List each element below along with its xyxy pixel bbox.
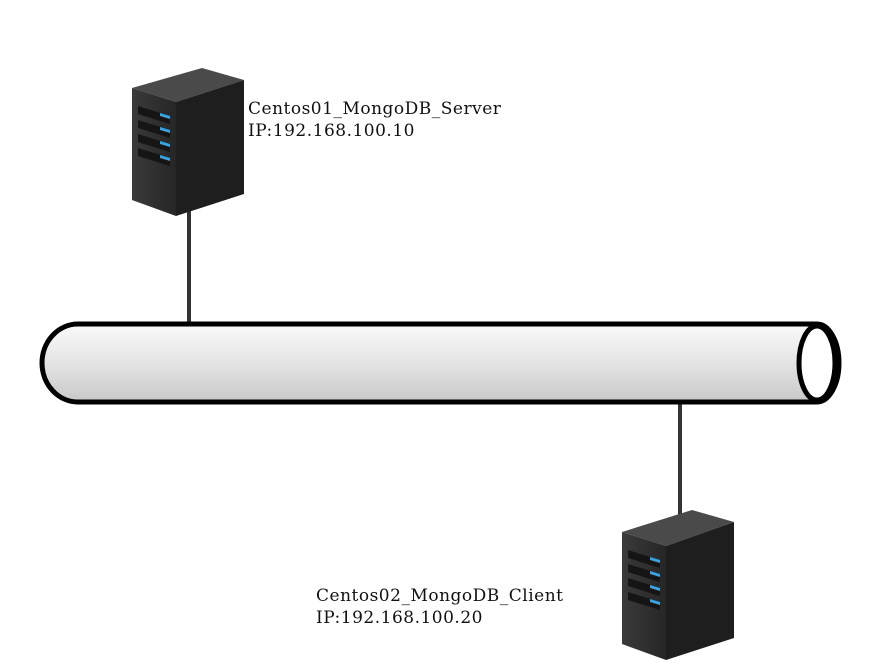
network-bus-pipe	[39, 321, 842, 405]
client-ip: IP:192.168.100.20	[316, 608, 483, 628]
server-tower-icon	[132, 68, 244, 216]
server-name: Centos01_MongoDB_Server	[248, 99, 502, 119]
client-tower-icon	[622, 510, 734, 660]
server-ip: IP:192.168.100.10	[248, 121, 415, 141]
client-label: Centos02_MongoDB_Client IP:192.168.100.2…	[316, 585, 564, 629]
server-label: Centos01_MongoDB_Server IP:192.168.100.1…	[248, 98, 501, 142]
client-name: Centos02_MongoDB_Client	[316, 586, 564, 606]
